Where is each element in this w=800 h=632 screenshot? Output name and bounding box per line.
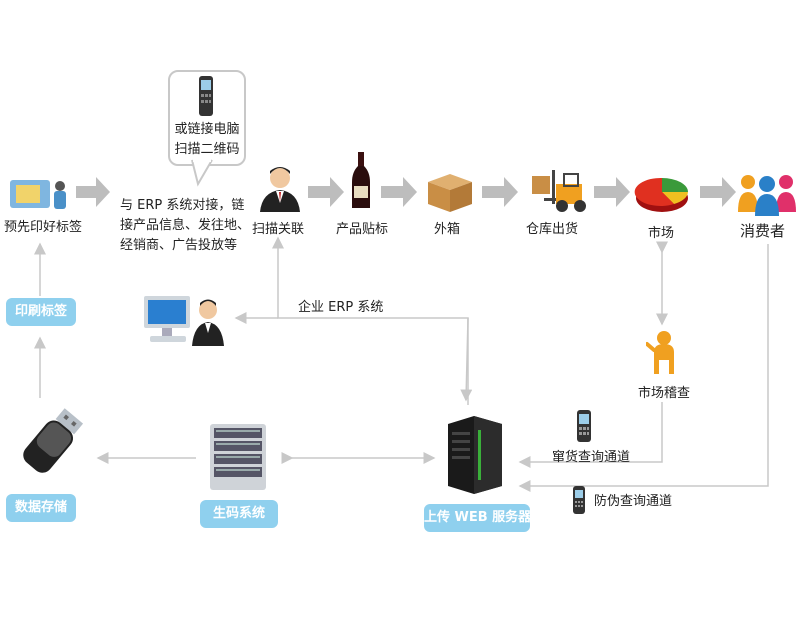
web-server-icon xyxy=(444,414,506,494)
mobile-phone-icon xyxy=(572,486,586,514)
bubble-line-2: 扫描二维码 xyxy=(174,142,240,157)
erp-description: 与 ERP 系统对接，链 接产品信息、发往地、 经销商、广告投放等 xyxy=(120,196,250,256)
carton-box-icon xyxy=(424,170,476,214)
market-inspection-label: 市场稽查 xyxy=(638,386,691,401)
erp-desc-line-3: 经销商、广告投放等 xyxy=(120,238,238,253)
market-pie-icon xyxy=(634,170,690,216)
flow-arrow-3 xyxy=(381,177,417,207)
bubble-tail xyxy=(191,158,213,187)
outer-box-label: 外箱 xyxy=(434,222,461,237)
anti-smuggle-channel-label: 窜货查询通道 xyxy=(552,450,631,465)
inspector-icon xyxy=(645,330,680,376)
businessman-icon xyxy=(258,166,302,212)
flow-arrow-1 xyxy=(76,177,110,207)
flow-arrow-5 xyxy=(594,177,630,207)
enterprise-erp-label: 企业 ERP 系统 xyxy=(298,300,384,315)
erp-desc-line-2: 接产品信息、发往地、 xyxy=(120,218,251,233)
forklift-icon xyxy=(530,168,590,214)
consumer-label: 消费者 xyxy=(740,222,786,240)
flow-arrow-4 xyxy=(482,177,518,207)
anti-fake-channel-label: 防伪查询通道 xyxy=(594,494,673,509)
usb-drive-icon xyxy=(14,404,90,480)
data-storage-pill: 数据存储 xyxy=(6,494,76,522)
market-label: 市场 xyxy=(648,226,675,241)
flow-arrow-2 xyxy=(308,177,344,207)
bubble-line-1: 或链接电脑 xyxy=(174,122,240,137)
flow-arrow-6 xyxy=(700,177,736,207)
code-system-pill: 生码系统 xyxy=(200,500,278,528)
warehouse-out-label: 仓库出货 xyxy=(526,222,579,237)
scan-link-label: 扫描关联 xyxy=(252,222,305,237)
server-rack-icon xyxy=(210,424,266,490)
bubble-text: 或链接电脑 扫描二维码 xyxy=(168,120,246,160)
label-printer-icon xyxy=(8,174,70,212)
mobile-phone-icon xyxy=(576,410,592,442)
consumers-icon xyxy=(736,172,798,216)
product-label-label: 产品贴标 xyxy=(336,222,389,237)
erp-desc-line-1: 与 ERP 系统对接，链 xyxy=(120,198,245,213)
wine-bottle-icon xyxy=(350,152,372,210)
computer-operator-icon xyxy=(140,294,230,346)
pre-print-label: 预先印好标签 xyxy=(4,220,83,235)
print-label-pill: 印刷标签 xyxy=(6,298,76,326)
handheld-scanner-icon xyxy=(196,76,216,120)
web-server-pill: 上传 WEB 服务器 xyxy=(424,504,531,532)
